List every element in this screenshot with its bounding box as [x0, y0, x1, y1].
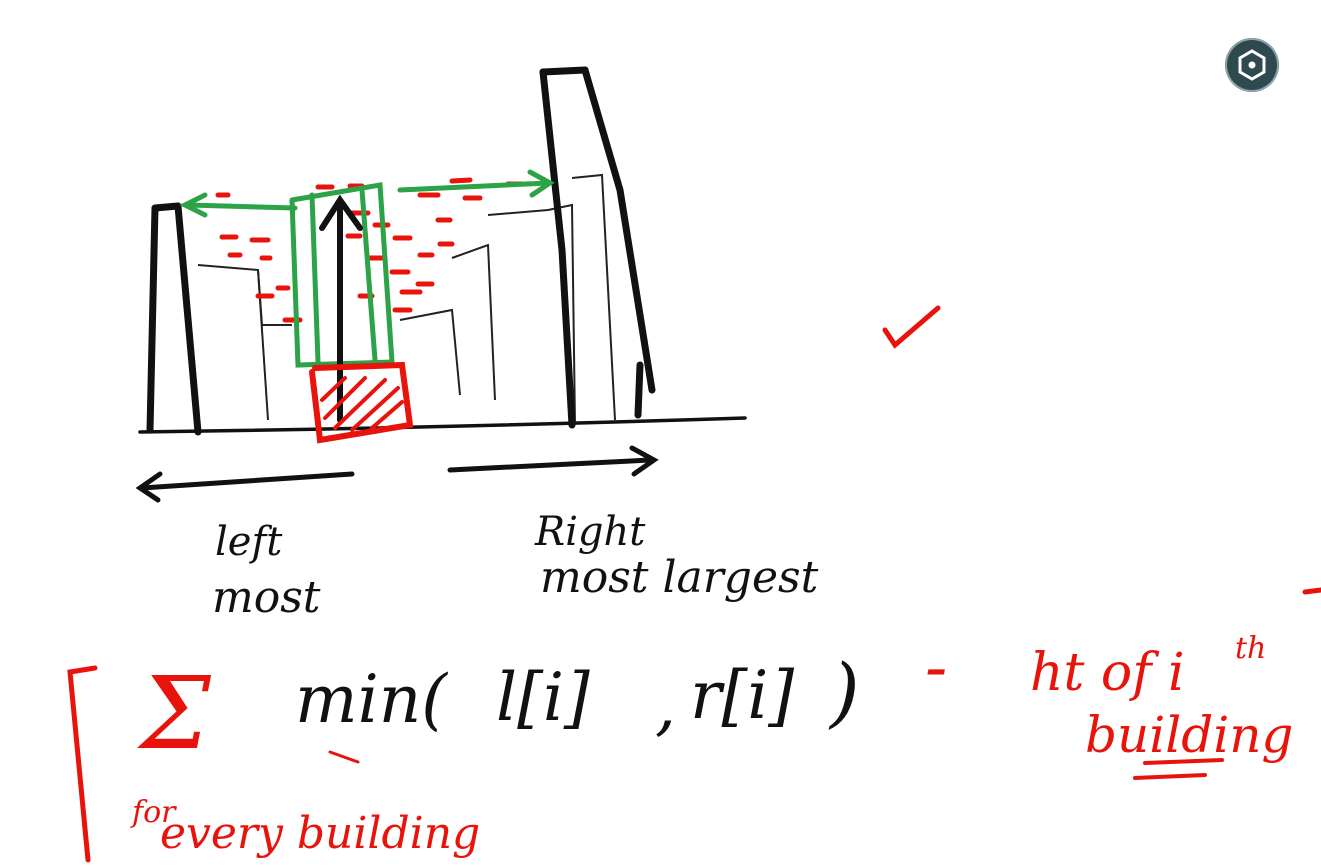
- minus: -: [925, 629, 947, 706]
- red-hatched-box: [309, 361, 414, 444]
- building-2-side: [257, 269, 269, 421]
- settings-button[interactable]: [1225, 38, 1279, 92]
- ground-line: [138, 416, 747, 434]
- direction-arrows: [135, 445, 659, 503]
- for-text: for: [130, 795, 177, 830]
- left-most-line1: left: [215, 519, 283, 565]
- comma: ,: [655, 667, 676, 744]
- left-tall-building: [146, 202, 202, 436]
- right-most-line1: Right: [534, 509, 646, 555]
- green-arrow-left-head: [179, 192, 208, 218]
- green-arrow-right: [397, 180, 551, 193]
- building-underline-1: [1143, 758, 1224, 765]
- check-mark: [882, 305, 941, 349]
- building-underline-2: [1133, 773, 1207, 780]
- left-arrow: [139, 471, 355, 491]
- building-4: [451, 243, 496, 401]
- left-term: l[i]: [496, 659, 590, 736]
- building-6: [571, 173, 616, 421]
- building-3: [399, 308, 461, 396]
- green-annotations: [179, 169, 555, 368]
- building-text: building: [1085, 706, 1293, 764]
- min-underline: [328, 750, 360, 764]
- right-most-line2: most largest: [540, 552, 819, 603]
- hexagon-settings-icon: [1238, 49, 1266, 81]
- green-box: [289, 182, 395, 368]
- height-text: ht of i: [1030, 643, 1185, 703]
- min-text: min(: [295, 661, 448, 738]
- sum-symbol: Σ: [137, 655, 212, 772]
- right-term: r[i]: [690, 657, 794, 734]
- building-2: [197, 264, 292, 326]
- edge-mark: [1302, 587, 1321, 595]
- formula-bracket: [67, 665, 98, 863]
- green-arrow-right-head: [527, 169, 555, 198]
- right-tall-building: [539, 66, 656, 429]
- superscript-th: th: [1235, 631, 1266, 666]
- green-arrow-left: [185, 202, 298, 211]
- right-arrow: [447, 457, 653, 473]
- close-paren: ): [828, 647, 860, 736]
- every-building-text: every building: [160, 808, 480, 859]
- left-most-line2: most: [212, 572, 321, 623]
